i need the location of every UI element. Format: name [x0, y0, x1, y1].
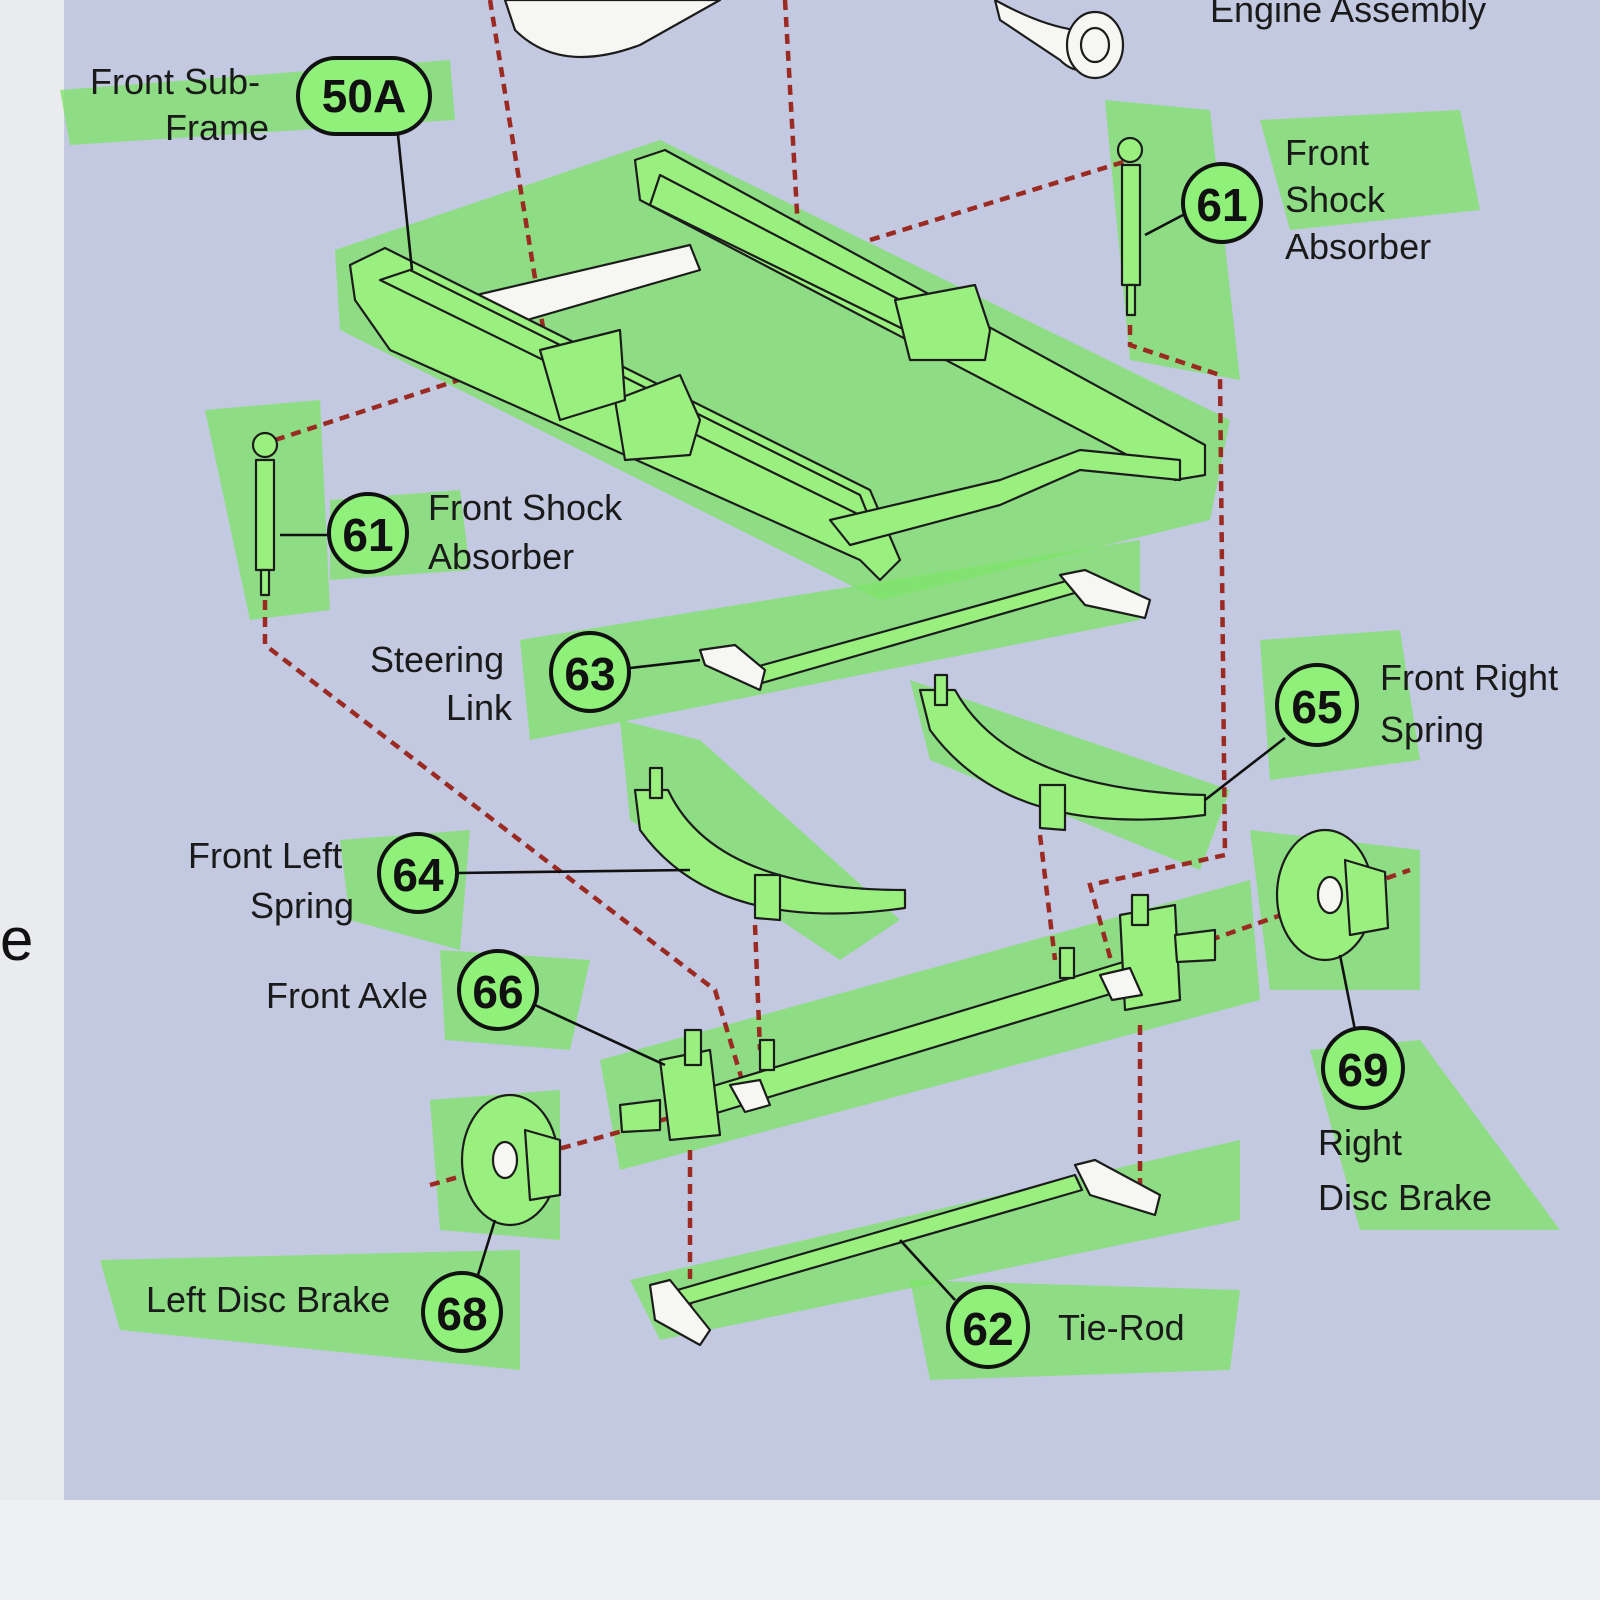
tie-rod-part — [648, 1158, 1162, 1347]
front-sub-frame-part — [348, 148, 1207, 582]
callout-label: Front — [1285, 132, 1369, 173]
left-disc-brake-part — [460, 1093, 562, 1227]
callout-label: Spring — [1380, 709, 1484, 750]
badge-number: 63 — [564, 648, 615, 700]
callout-right-disc-brake: 69 Right Disc Brake — [1318, 1026, 1492, 1218]
callout-label: Link — [446, 687, 513, 728]
badge-number: 62 — [962, 1303, 1013, 1355]
callout-label: Absorber — [428, 536, 574, 577]
callout-label: Tie-Rod — [1058, 1307, 1185, 1348]
callout-label: Front Shock — [428, 487, 623, 528]
callout-front-axle: 66 Front Axle — [266, 949, 539, 1031]
engine-assembly-label: Engine Assembly — [1210, 0, 1486, 30]
callout-front-sub-frame: 50A Front Sub- Frame — [90, 56, 432, 148]
engine-assembly-part — [503, 0, 1125, 80]
steering-link-part — [698, 568, 1152, 692]
callout-label: Absorber — [1285, 226, 1431, 267]
callout-label: Front Left — [188, 835, 342, 876]
badge-number: 50A — [322, 70, 406, 122]
badge-number: 66 — [472, 966, 523, 1018]
callout-label: Steering — [370, 639, 504, 680]
callout-front-right-spring: 65 Front Right Spring — [1275, 657, 1558, 750]
callout-label: Shock — [1285, 179, 1386, 220]
callout-label: Disc Brake — [1318, 1177, 1492, 1218]
badge-number: 61 — [342, 509, 393, 561]
badge-number: 68 — [436, 1288, 487, 1340]
callout-label: Frame — [165, 107, 269, 148]
front-left-spring-part — [633, 766, 907, 922]
badge-number: 61 — [1196, 179, 1247, 231]
callout-label: Spring — [250, 885, 354, 926]
badge-number: 65 — [1291, 681, 1342, 733]
front-axle-part — [618, 893, 1217, 1142]
callout-front-shock-absorber-right: 61 Front Shock Absorber — [1181, 132, 1431, 267]
callout-label: Right — [1318, 1122, 1402, 1163]
callout-label: Left Disc Brake — [146, 1279, 390, 1320]
callout-tie-rod: 62 Tie-Rod — [946, 1285, 1185, 1369]
callout-left-disc-brake: 68 Left Disc Brake — [146, 1271, 503, 1353]
front-right-spring-part — [918, 673, 1207, 832]
callout-front-shock-absorber-left: 61 Front Shock Absorber — [327, 487, 623, 577]
sheet-margin — [0, 1500, 1600, 1600]
callout-label: Front Axle — [266, 975, 428, 1016]
badge-number: 64 — [392, 849, 444, 901]
callout-front-left-spring: 64 Front Left Spring — [188, 832, 459, 926]
callout-steering-link: 63 Steering Link — [370, 631, 631, 728]
shock-absorber-left-part — [251, 431, 279, 597]
callout-label: Front Sub- — [90, 61, 260, 102]
badge-number: 69 — [1337, 1044, 1388, 1096]
leader-lines — [280, 134, 1357, 1301]
right-disc-brake-part — [1275, 828, 1390, 962]
page-edge-glyph: e — [0, 906, 34, 973]
callout-label: Front Right — [1380, 657, 1558, 698]
shock-absorber-right-part — [1116, 136, 1144, 317]
